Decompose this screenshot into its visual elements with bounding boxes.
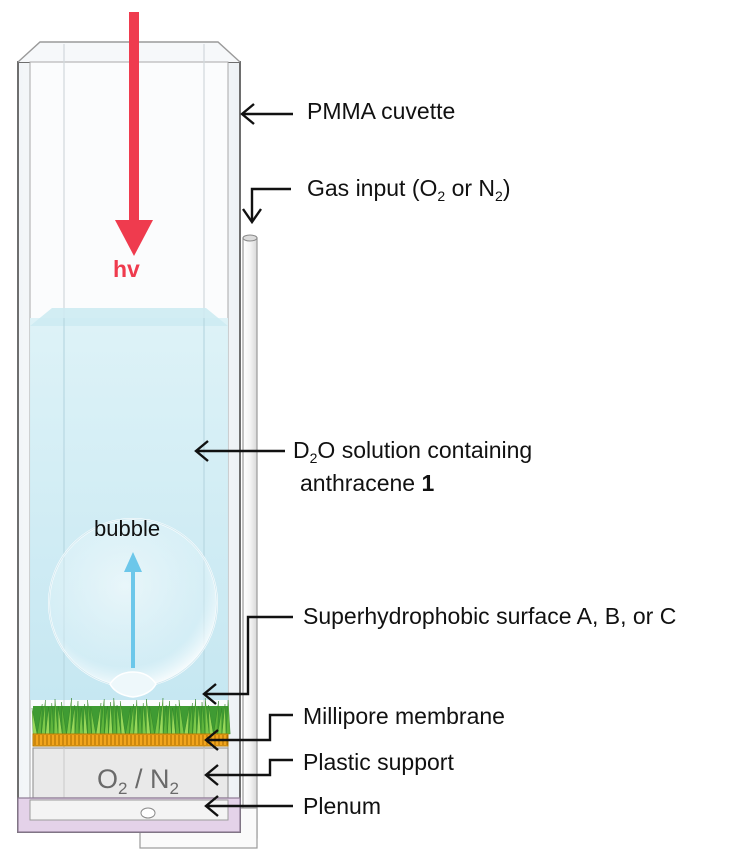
bubble-label: bubble [94, 516, 161, 541]
cuvette-label: PMMA cuvette [307, 98, 456, 124]
compound-number: 1 [421, 470, 435, 496]
gas-input-sub1: 2 [437, 188, 446, 204]
gas-o: O [97, 764, 119, 794]
support-arrow [206, 758, 293, 777]
membrane-arrow [206, 713, 293, 742]
membrane-label: Millipore membrane [303, 703, 505, 729]
label-arrows [194, 103, 293, 817]
gas-o-sub: 2 [118, 779, 128, 798]
gas-n-sub: 2 [169, 779, 179, 798]
gas-input-mid: or N [445, 175, 496, 201]
gas-input-label: Gas input (O2 or N2) [307, 175, 511, 209]
surface-label: Superhydrophobic surface A, B, or C [303, 603, 677, 629]
light-arrow [115, 12, 153, 256]
plenum-label: Plenum [303, 793, 381, 819]
solution-label-line1: D2O solution containing [293, 437, 532, 471]
superhydrophobic-surface [31, 697, 231, 735]
gas-input-prefix: Gas input (O [307, 175, 438, 201]
gas-input-suffix: ) [502, 175, 511, 201]
plastic-support [32, 747, 229, 799]
millipore-membrane [32, 733, 229, 747]
light-label: hv [113, 256, 140, 282]
solution-rest: O solution containing [317, 437, 533, 463]
plenum-gas-label: O2 / N2 [97, 764, 179, 799]
gas-n: N [150, 764, 170, 794]
solution-d-sub: 2 [309, 450, 318, 466]
solution-anthracene: anthracene [300, 470, 422, 496]
plenum [17, 797, 241, 833]
gas-input-arrow [250, 187, 291, 222]
surface-arrow [204, 615, 293, 696]
solution-label-line2: anthracene 1 [300, 470, 434, 496]
solution-d: D [293, 437, 310, 463]
gas-input-sub2: 2 [495, 188, 503, 204]
gas-sep: / [127, 764, 150, 794]
rising-arrow [124, 552, 142, 668]
support-label: Plastic support [303, 749, 454, 775]
